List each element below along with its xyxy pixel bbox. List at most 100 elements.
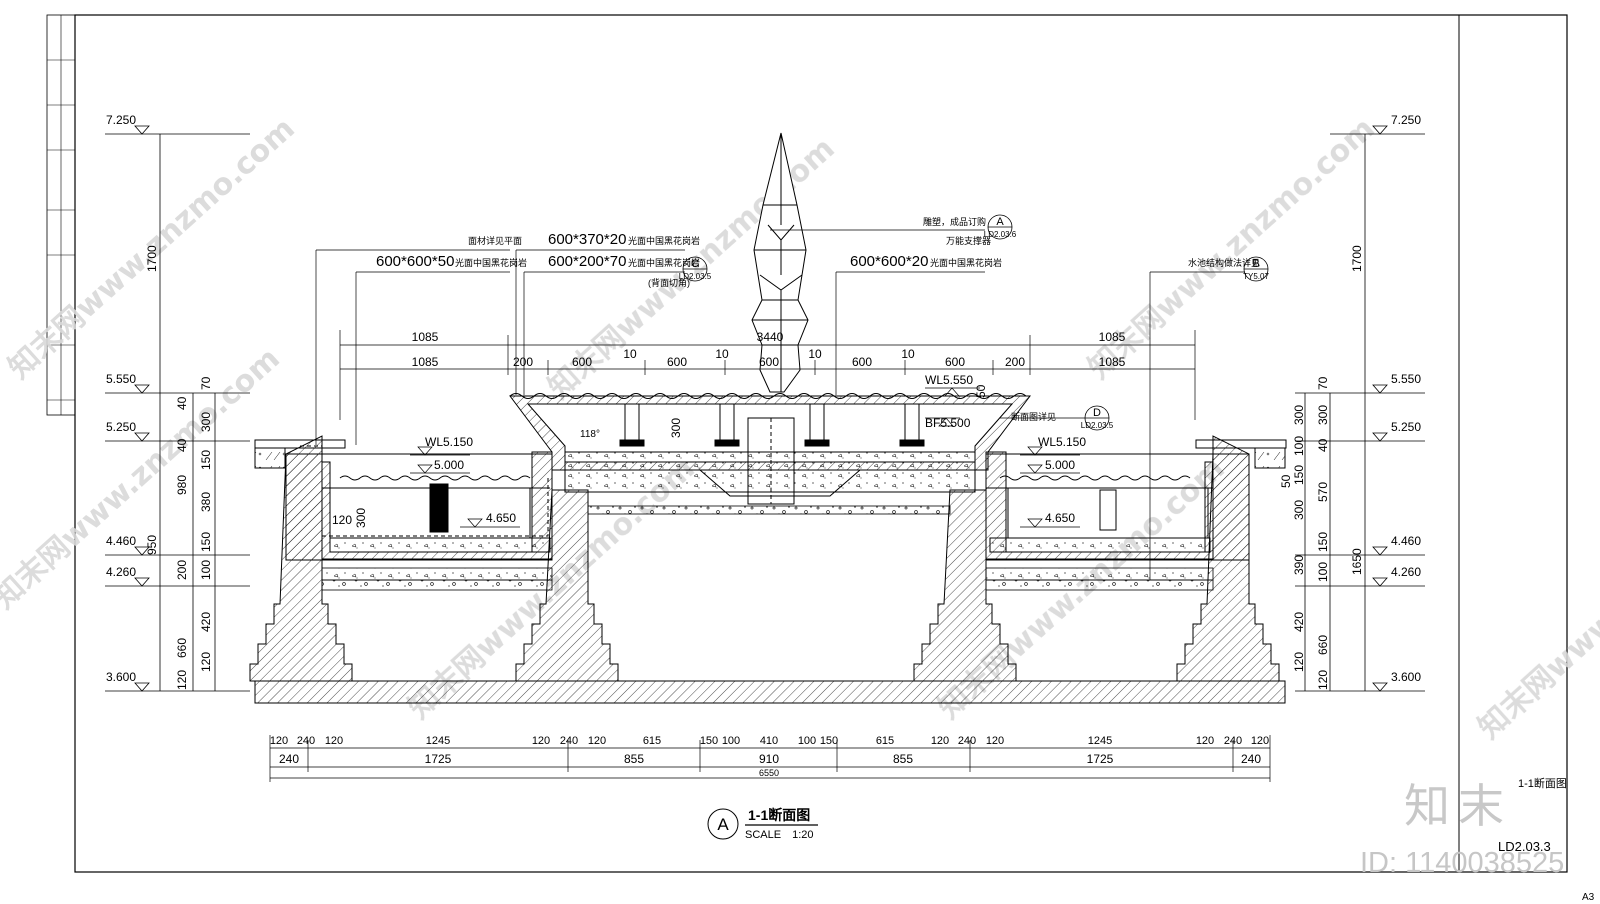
inner-level-labels: WL5.550 BF5.500 WL5.150 5.000 4.650 WL5.… <box>332 373 1086 528</box>
drawing-title: 1-1断面图 <box>748 807 810 823</box>
dim-label: 950 <box>145 535 159 555</box>
bottom-dims-row1: 120 240 120 1245 120 240 120 615 150 100… <box>270 735 1269 747</box>
callout-text: 万能支撑器 <box>946 235 991 246</box>
dim-label: 200 <box>513 355 533 369</box>
dim-label: 910 <box>759 752 779 766</box>
dim-label: 1245 <box>1088 735 1112 747</box>
right-basin <box>985 435 1287 561</box>
dim-label: 1650 <box>1350 548 1364 575</box>
dim-label: 240 <box>279 752 299 766</box>
columns <box>249 453 1280 682</box>
level-label: 4.650 <box>486 511 516 525</box>
top-dims-row1: 1085 3440 1085 <box>412 330 1126 344</box>
dim-label: 240 <box>297 735 315 747</box>
dim-label: 150 <box>700 735 718 747</box>
total-dim-label: 6550 <box>759 768 779 778</box>
bottom-dimension-lines <box>269 735 1271 782</box>
level-label: 5.000 <box>434 458 464 472</box>
callout-text: 光面中国黑花岗岩 <box>628 257 700 268</box>
dim-label: 150 <box>1292 465 1306 485</box>
dim-label: 1700 <box>145 245 159 272</box>
dim-label: 10 <box>901 347 915 361</box>
dim-label: 1725 <box>1087 752 1114 766</box>
dim-label: 420 <box>199 612 213 632</box>
dim-label: 300 <box>354 508 368 528</box>
dim-label: 240 <box>1224 735 1242 747</box>
right-level-markers <box>1295 125 1425 692</box>
callout-text: 水池结构做法详见 <box>1188 257 1260 268</box>
dim-label: 10 <box>808 347 822 361</box>
left-level-labels: 7.250 5.550 5.250 4.460 4.260 3.600 <box>106 113 136 684</box>
level-label: 5.550 <box>1391 372 1421 386</box>
dim-label: 1085 <box>412 330 439 344</box>
dim-label: 70 <box>1316 376 1330 390</box>
dim-label: 120 <box>270 735 288 747</box>
callout-text: 600*200*70 <box>548 253 626 270</box>
watermark-text: 知末网www.znzmo.com <box>1472 471 1600 746</box>
level-label: BF5.500 <box>925 416 971 430</box>
dim-label: 660 <box>175 638 189 658</box>
inner-levels <box>410 387 1080 528</box>
level-label: 4.650 <box>1045 511 1075 525</box>
water-level-label: WL5.550 <box>925 373 973 387</box>
dim-label: 100 <box>1292 436 1306 456</box>
dim-label: 120 <box>332 513 352 527</box>
dim-label: 1700 <box>1350 245 1364 272</box>
detail-ref-a: A LD2.03.6 <box>984 214 1017 240</box>
top-dimension-lines <box>339 330 1196 420</box>
dim-label: 410 <box>760 735 778 747</box>
dim-label: 390 <box>1292 555 1306 575</box>
dim-label: 1085 <box>1099 330 1126 344</box>
dim-label: 40 <box>175 396 189 410</box>
dim-label: 100 <box>798 735 816 747</box>
callout-text: 600*370*20 <box>548 231 626 248</box>
central-basin <box>509 393 1031 505</box>
sculpture <box>751 132 809 393</box>
dim-label: 600 <box>572 355 592 369</box>
sheet-number: LD2.03.3 <box>1498 839 1551 854</box>
ref-letter: B <box>1252 258 1259 270</box>
water-level-label: WL5.150 <box>1038 435 1086 449</box>
watermark-text: 知末网www.znzmo.com <box>0 341 287 616</box>
dim-label: 855 <box>893 752 913 766</box>
dim-label: 120 <box>1251 735 1269 747</box>
dim-label: 600 <box>945 355 965 369</box>
dim-label: 420 <box>1292 612 1306 632</box>
dim-label: 150 <box>1316 532 1330 552</box>
dim-label: 150 <box>199 450 213 470</box>
callout-text: 面材详见平面 <box>468 235 522 246</box>
dim-label: 120 <box>1292 652 1306 672</box>
dim-label: 300 <box>669 418 683 438</box>
column-4 <box>1176 453 1280 682</box>
dim-label: 600 <box>667 355 687 369</box>
column-1 <box>249 453 353 682</box>
dim-label: 120 <box>986 735 1004 747</box>
dim-label: 300 <box>1292 405 1306 425</box>
dim-label: 1085 <box>412 355 439 369</box>
callout-text: 光面中国黑花岗岩 <box>455 257 527 268</box>
dim-label: 10 <box>715 347 729 361</box>
ref-sheet: LD2.03.5 <box>1081 421 1114 430</box>
left-vertical-dims: 1700 980 950 660 70 40 300 40 150 380 15… <box>145 245 213 690</box>
dim-label: 3440 <box>757 330 784 344</box>
dim-label: 240 <box>1241 752 1261 766</box>
dim-label: 240 <box>958 735 976 747</box>
level-label: 4.260 <box>1391 565 1421 579</box>
document-id: ID: 1140038525 <box>1360 847 1565 879</box>
brand-watermark: 知末 <box>1404 779 1512 833</box>
dim-label: 300 <box>1292 500 1306 520</box>
column-2 <box>515 489 619 682</box>
ref-letter: D <box>1093 407 1101 419</box>
level-label: 7.250 <box>1391 113 1421 127</box>
dim-label: 50 <box>974 384 988 398</box>
column-3 <box>913 489 1017 682</box>
level-label: 5.000 <box>1045 458 1075 472</box>
water-level-label: WL5.150 <box>425 435 473 449</box>
callout-text: 600*600*20 <box>850 253 928 270</box>
top-dims-row2: 1085 200 600 10 600 10 600 10 600 10 600… <box>412 347 1126 369</box>
dim-label: 120 <box>1316 670 1330 690</box>
callout-text: 断面图详见 <box>1011 411 1056 422</box>
paper-size: A3 <box>1582 892 1595 903</box>
dim-label: 40 <box>175 438 189 452</box>
